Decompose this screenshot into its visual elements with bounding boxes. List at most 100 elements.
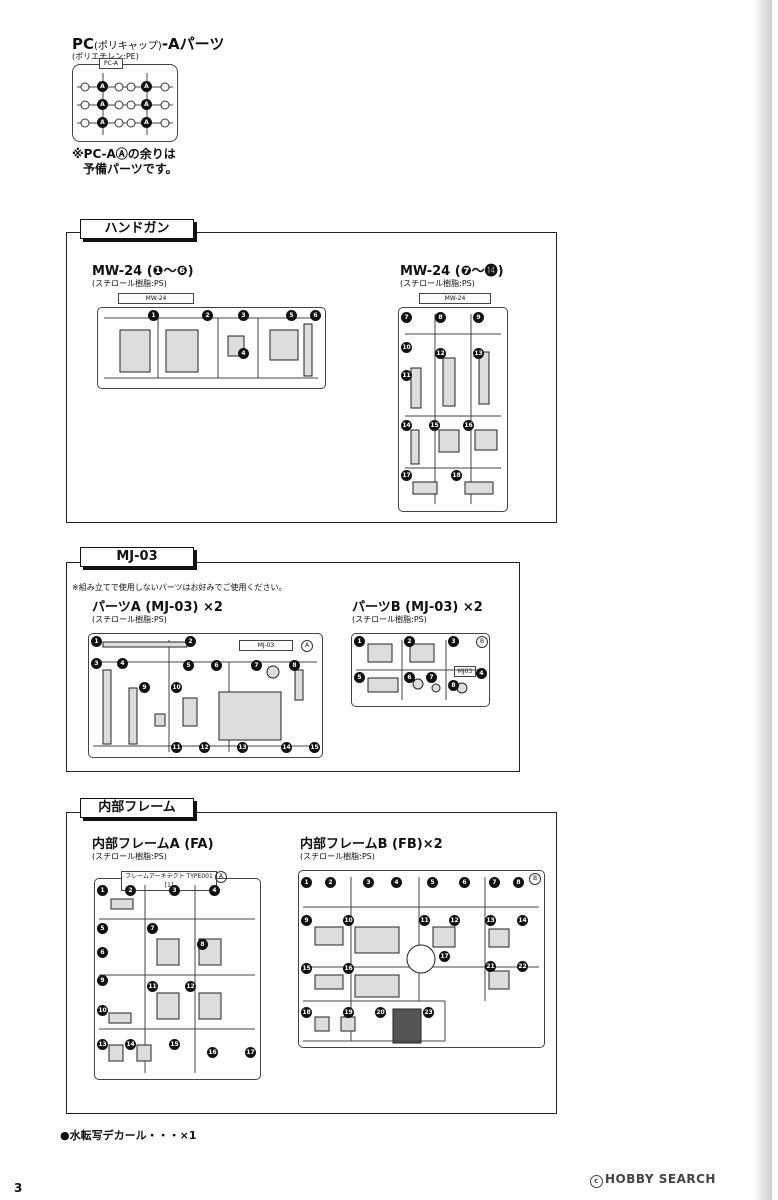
mw24-runner-b-tag: MW-24 (419, 293, 491, 304)
mw24-parts-drawing-a (104, 317, 318, 379)
frame-b-part-17: 17 (439, 951, 450, 962)
handgun-left-material: (スチロール樹脂:PS) (92, 279, 167, 288)
frame-parts-drawing-a (99, 885, 255, 1073)
pc-title: PC(ポリキャップ)-Aパーツ (72, 35, 225, 53)
frame-a-part-15: 15 (169, 1039, 180, 1050)
frame-a-part-14: 14 (125, 1039, 136, 1050)
mw24-part-17: 17 (401, 470, 412, 481)
mw24-part-5: 5 (286, 310, 297, 321)
mj03-a-part-13: 13 (237, 742, 248, 753)
pc-note-line1: ※PC-AⒶの余りは (72, 147, 176, 161)
frame-b-part-10: 10 (343, 915, 354, 926)
mw24-part-7: 7 (401, 312, 412, 323)
frame-a-part-7: 7 (147, 923, 158, 934)
frame-a-part-12: 12 (185, 981, 196, 992)
frame-b-part-12: 12 (449, 915, 460, 926)
mj03-a-part-7: 7 (251, 660, 262, 671)
handgun-right-title: MW-24 (❼～⓮) (400, 264, 504, 279)
frame-b-part-20: 20 (375, 1007, 386, 1018)
frame-a-part-10: 10 (97, 1005, 108, 1016)
frame-b-title: 内部フレームB (FB)×2 (300, 837, 443, 852)
mj03-b-material: (スチロール樹脂:PS) (352, 615, 427, 624)
mw24-part-4: 4 (238, 348, 249, 359)
pc-note: ※PC-AⒶの余りは 予備パーツです。 (72, 147, 178, 177)
frame-parts-drawing-b (303, 877, 539, 1044)
mj03-runner-a: MJ-03 A 1 2 3 4 5 6 7 8 9 10 11 12 13 14… (88, 633, 323, 758)
mj03-b-part-7: 7 (426, 672, 437, 683)
frame-a-part-2: 2 (125, 885, 136, 896)
frame-b-part-23: 23 (423, 1007, 434, 1018)
mw24-part-11: 11 (401, 370, 412, 381)
frame-a-part-4: 4 (209, 885, 220, 896)
pc-part-a: A (97, 99, 108, 110)
mj03-a-part-15: 15 (309, 742, 320, 753)
frame-a-part-8: 8 (197, 939, 208, 950)
mj03-a-part-14: 14 (281, 742, 292, 753)
frame-a-part-16: 16 (207, 1047, 218, 1058)
mj03-parts-drawing-b (356, 640, 484, 700)
mj03-a-part-5: 5 (183, 660, 194, 671)
mw24-part-13: 13 (473, 348, 484, 359)
mw24-part-9: 9 (473, 312, 484, 323)
mw24-part-6: 6 (310, 310, 321, 321)
mj03-a-part-9: 9 (139, 682, 150, 693)
mj03-a-part-3: 3 (91, 658, 102, 669)
copyright-icon: c (590, 1175, 603, 1188)
mw24-part-2: 2 (202, 310, 213, 321)
frame-a-part-13: 13 (97, 1039, 108, 1050)
frame-runner-b: B 1 2 3 4 5 6 7 8 9 10 11 12 13 14 15 16… (298, 870, 545, 1048)
page-number: 3 (14, 1181, 23, 1195)
mj03-runner-b: B MJ03 1 2 3 4 5 6 7 8 (351, 633, 490, 707)
mj03-b-part-4: 4 (476, 668, 487, 679)
mw24-parts-drawing-b (405, 314, 501, 504)
frame-b-material: (スチロール樹脂:PS) (300, 852, 375, 861)
frame-b-part-3: 3 (363, 877, 374, 888)
mw24-runner-a-tag: MW-24 (118, 293, 194, 304)
binding-spine (754, 0, 772, 1200)
pc-part-a: A (97, 117, 108, 128)
mw24-part-12: 12 (435, 348, 446, 359)
pc-part-a: A (141, 117, 152, 128)
mw24-runner-b: MW-24 7 8 9 10 11 12 13 14 15 16 17 18 (398, 293, 508, 512)
mj03-a-material: (スチロール樹脂:PS) (92, 615, 167, 624)
mw24-part-8: 8 (435, 312, 446, 323)
mw24-part-18: 18 (451, 470, 462, 481)
pc-part-a: A (141, 81, 152, 92)
mj03-a-part-1: 1 (91, 636, 102, 647)
mj03-b-title: パーツB (MJ-03) ×2 (352, 600, 483, 615)
frame-b-part-8: 8 (513, 877, 524, 888)
mj03-a-part-11: 11 (171, 742, 182, 753)
frame-runner-a-letter: A (215, 871, 227, 883)
frame-b-part-21: 21 (485, 961, 496, 972)
frame-b-part-6: 6 (459, 877, 470, 888)
mw24-part-3: 3 (238, 310, 249, 321)
frame-b-part-7: 7 (489, 877, 500, 888)
mj03-a-title: パーツA (MJ-03) ×2 (92, 600, 223, 615)
frame-b-part-22: 22 (517, 961, 528, 972)
frame-b-part-14: 14 (517, 915, 528, 926)
decal-note: ●水転写デカール・・・×1 (60, 1129, 197, 1142)
mj03-a-part-2: 2 (185, 636, 196, 647)
mj03-a-part-10: 10 (171, 682, 182, 693)
mj03-section (66, 562, 520, 772)
mj03-b-part-2: 2 (404, 636, 415, 647)
pc-note-line2: 予備パーツです。 (83, 162, 178, 176)
frame-b-part-15: 15 (301, 963, 312, 974)
mj03-a-part-8: 8 (289, 660, 300, 671)
frame-b-part-16: 16 (343, 963, 354, 974)
mj03-runner-a-letter: A (301, 640, 313, 652)
mw24-part-1: 1 (148, 310, 159, 321)
pc-part-a: A (97, 81, 108, 92)
handgun-left-title: MW-24 (❶～❻) (92, 264, 194, 279)
mj03-note: ※組み立てで使用しないパーツはお好みでご使用ください。 (72, 583, 287, 592)
mj03-runner-a-tag: MJ-03 (239, 640, 293, 651)
frame-b-part-2: 2 (325, 877, 336, 888)
frame-a-part-11: 11 (147, 981, 158, 992)
mj03-runner-b-letter: B (476, 636, 488, 648)
frame-a-material: (スチロール樹脂:PS) (92, 852, 167, 861)
mj03-runner-b-tag: MJ03 (454, 666, 476, 677)
frame-a-part-9: 9 (97, 975, 108, 986)
frame-a-part-3: 3 (169, 885, 180, 896)
pc-material: (ポリエチレン:PE) (72, 52, 139, 61)
